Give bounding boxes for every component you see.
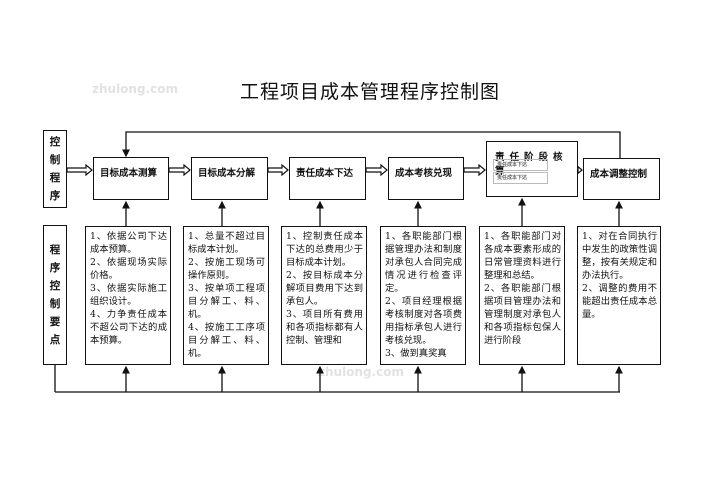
step-target-cost-estimate: 目标成本测算 xyxy=(93,157,169,200)
point: 2、依据现场实际价格。 xyxy=(90,257,167,281)
watermark-top: zhulong.com xyxy=(92,82,178,96)
feedback-line-top xyxy=(122,131,621,158)
label-control-procedure: 控制程序 xyxy=(43,130,67,208)
point: 4、力争责任成本不超公司下达的成本预算。 xyxy=(90,309,167,346)
key-points-3: 1、控制责任成本下达的总费用少于目标成本计划。2、按目标成本分解项目费用下达到承… xyxy=(281,226,367,365)
step-target-cost-breakdown: 目标成本分解 xyxy=(191,157,268,200)
step-cost-adjustment: 成本调整控制 xyxy=(583,158,660,200)
point: 3、项目所有费用和各项指标都有人控制、管理和 xyxy=(286,309,363,346)
step-label: 责任阶段核算 xyxy=(495,152,568,177)
step-label: 目标成本分解 xyxy=(198,168,256,179)
label-key-points: 程序控制要点 xyxy=(43,225,67,365)
point: 1、各职能部门对各成本要素形成的日常管理资料进行整理和总结。 xyxy=(484,231,561,281)
point: 2、各职能部门根据项目管理办法和管理制度对承包人和各项指标包保人进行阶段 xyxy=(484,283,561,346)
key-points-4: 1、各职能部门根据管理办法和制度对承包人合同完成情况进行检查评定。2、项目经理根… xyxy=(380,226,466,365)
sub-item: 责任成本下达 xyxy=(493,172,548,184)
flow-arrow xyxy=(66,163,93,177)
key-points-6: 1、对在合同执行中发生的政策性调整，按有关规定和办法执行。2、调整的费用不能超出… xyxy=(577,226,661,365)
watermark-bottom: zhulong.com xyxy=(318,365,404,379)
point: 1、控制责任成本下达的总费用少于目标成本计划。 xyxy=(286,231,363,268)
flow-arrow xyxy=(168,163,191,177)
step-label: 成本考核兑现 xyxy=(395,168,453,179)
point: 1、对在合同执行中发生的政策性调整，按有关规定和办法执行。 xyxy=(582,231,657,281)
point: 1、各职能部门根据管理办法和制度对承包人合同完成情况进行检查评定。 xyxy=(385,231,462,294)
label-text: 程序控制要点 xyxy=(49,244,61,346)
point: 3、依据实际施工组织设计。 xyxy=(90,283,167,307)
point: 1、依据公司下达成本预算。 xyxy=(90,231,167,255)
point: 2、按目标成本分解项目费用下达到承包人。 xyxy=(286,270,363,307)
step-label: 目标成本测算 xyxy=(100,168,158,179)
point: 2、调整的费用不能超出责任成本总量。 xyxy=(582,283,657,320)
diagram-title: 工程项目成本管理程序控制图 xyxy=(240,81,501,103)
label-text: 控制程序 xyxy=(49,136,61,202)
flow-arrow xyxy=(463,163,486,177)
step-cost-assessment: 成本考核兑现 xyxy=(388,157,464,200)
flow-arrow xyxy=(365,163,388,177)
point: 4、按施工工序项目分解工、料、机。 xyxy=(188,322,265,359)
step-responsibility-cost-issue: 责任成本下达 xyxy=(289,157,366,200)
step-stage-accounting: 责任阶段核算 责任成本下达 责任成本下达 xyxy=(486,141,578,197)
key-points-1: 1、依据公司下达成本预算。2、依据现场实际价格。3、依据实际施工组织设计。4、力… xyxy=(85,226,171,365)
sub-item: 责任成本下达 xyxy=(493,159,548,171)
point: 3、按单项工程项目分解工、料、机。 xyxy=(188,283,265,320)
key-points-5: 1、各职能部门对各成本要素形成的日常管理资料进行整理和总结。2、各职能部门根据项… xyxy=(479,226,565,365)
key-points-2: 1、总量不超过目标成本计划。2、按施工现场可操作原则。3、按单项工程项目分解工、… xyxy=(183,226,269,365)
point: 1、总量不超过目标成本计划。 xyxy=(188,231,265,255)
point: 2、项目经理根据考核制度对各项费用指标承包人进行考核兑现。 xyxy=(385,296,462,346)
step-label: 成本调整控制 xyxy=(590,169,648,180)
point: 3、做到真奖真 xyxy=(385,348,447,359)
step-label: 责任成本下达 xyxy=(296,168,354,179)
flow-arrow xyxy=(267,163,289,177)
point: 2、按施工现场可操作原则。 xyxy=(188,257,265,281)
